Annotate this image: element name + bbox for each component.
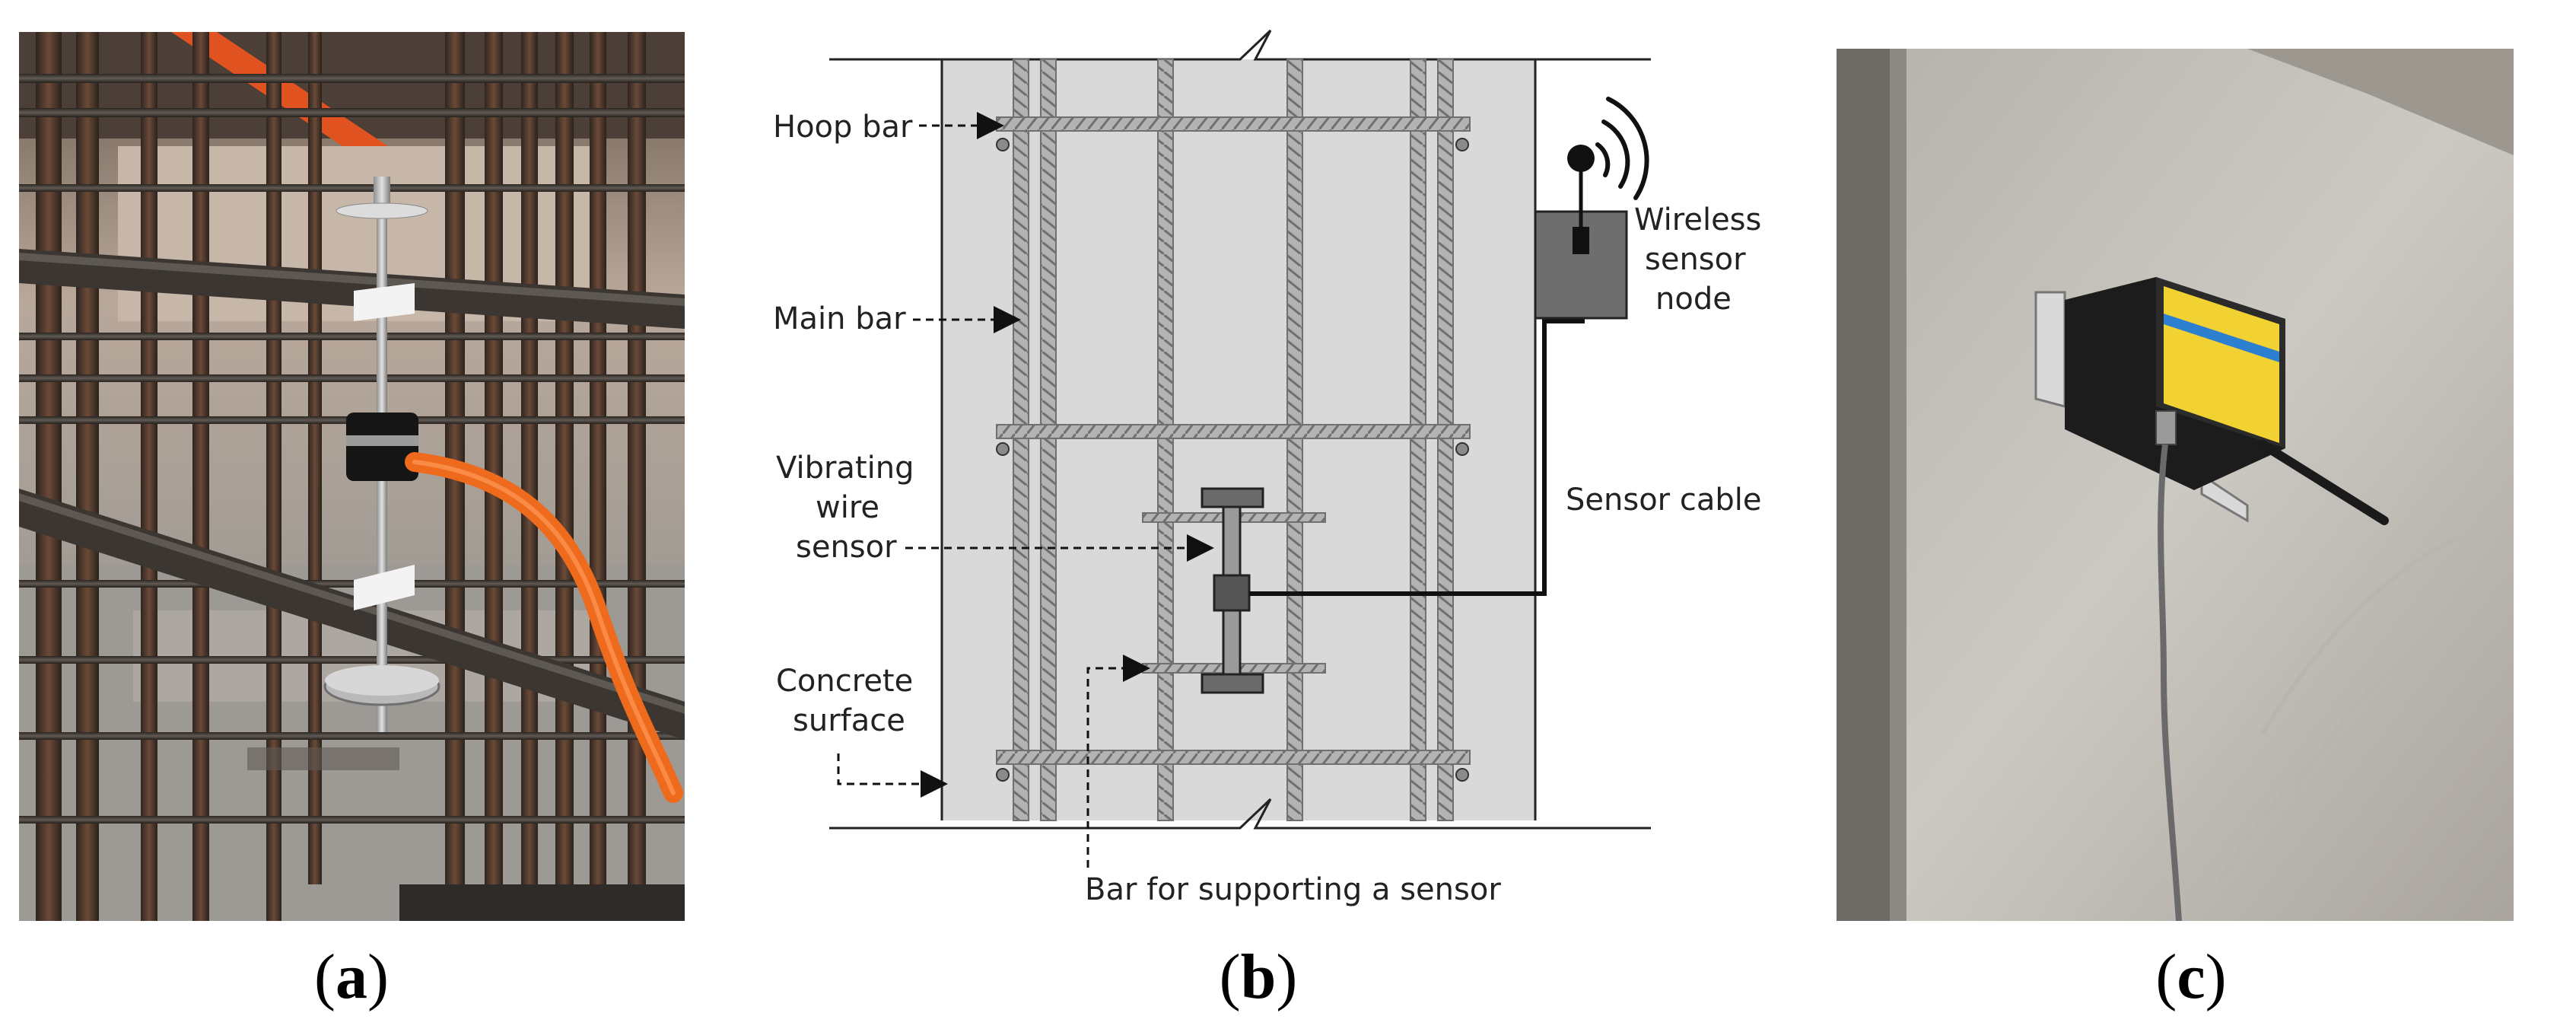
wireless-signal-icon — [1595, 97, 1649, 200]
vibrating-wire-sensor — [1201, 487, 1264, 694]
label-vibrating-2: wire — [816, 490, 879, 525]
panel-b-diagram: Hoop bar Main bar Vibrating wire sensor … — [723, 23, 1826, 921]
panel-c-photo — [1837, 49, 2514, 922]
hoop-bar-sections — [996, 138, 1469, 782]
hoop-bars — [996, 116, 1471, 765]
caption-b: (b) — [1219, 941, 1298, 1012]
label-hoop-bar: Hoop bar — [773, 110, 913, 145]
wireless-node-photo — [1837, 49, 2514, 922]
label-support-bar: Bar for supporting a sensor — [1085, 872, 1501, 907]
node-antenna — [2258, 440, 2389, 525]
label-concrete-2: surface — [793, 703, 905, 738]
vibrating-wire-sensor-body — [346, 413, 418, 481]
label-concrete-1: Concrete — [776, 664, 913, 699]
main-bars — [1013, 59, 1454, 821]
caption-a: (a) — [314, 941, 389, 1012]
caption-c: (c) — [2155, 941, 2227, 1012]
label-vibrating-3: sensor — [796, 530, 897, 565]
mounting-bracket — [2034, 291, 2066, 408]
antenna-icon — [1567, 145, 1595, 172]
break-line-top — [829, 29, 1651, 61]
sensor-installation-schematic: Hoop bar Main bar Vibrating wire sensor … — [773, 29, 1761, 907]
label-wireless-1: Wireless — [1634, 202, 1761, 237]
label-vibrating-1: Vibrating — [776, 451, 914, 486]
panel-a-photo — [19, 32, 685, 921]
label-wireless-3: node — [1655, 282, 1732, 317]
label-sensor-cable: Sensor cable — [1566, 483, 1761, 518]
node-cable — [2158, 444, 2182, 922]
label-wireless-2: sensor — [1645, 242, 1746, 277]
label-main-bar: Main bar — [773, 301, 906, 336]
leader-arrows — [837, 112, 1214, 868]
break-line-bottom — [829, 798, 1651, 830]
rebar-cage-photo — [19, 32, 685, 921]
